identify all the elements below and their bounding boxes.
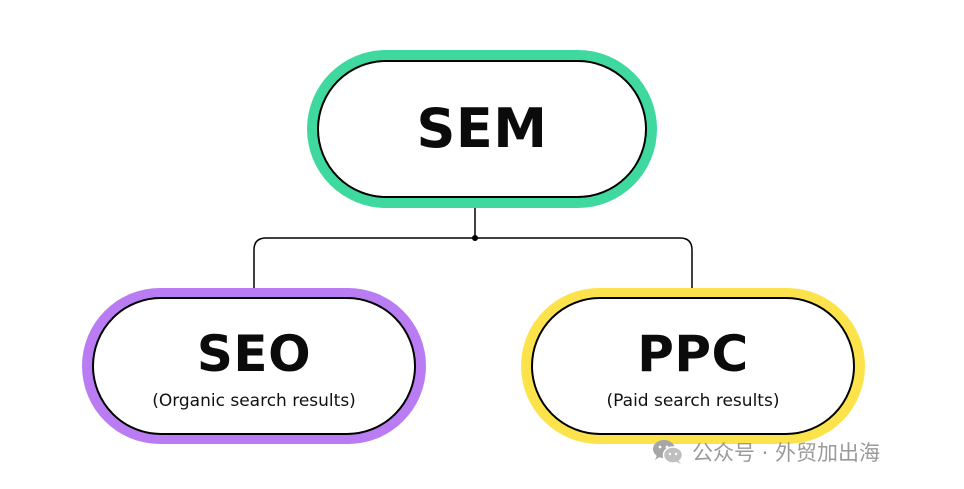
connector-branch-ppc [475,237,693,297]
sem-node: SEM [317,60,647,198]
ppc-node: PPC (Paid search results) [531,297,855,435]
ppc-title: PPC [637,325,749,383]
connector-branch-seo [253,237,475,295]
sem-title: SEM [416,97,548,160]
ppc-subtitle: (Paid search results) [606,391,780,411]
junction-dot [472,235,478,241]
wechat-icon [653,440,684,464]
seo-title: SEO [196,325,312,383]
seo-subtitle: (Organic search results) [152,391,356,411]
watermark-text: 公众号 · 外贸加出海 [692,441,881,465]
seo-node: SEO (Organic search results) [92,297,416,435]
watermark: 公众号 · 外贸加出海 [652,437,880,467]
